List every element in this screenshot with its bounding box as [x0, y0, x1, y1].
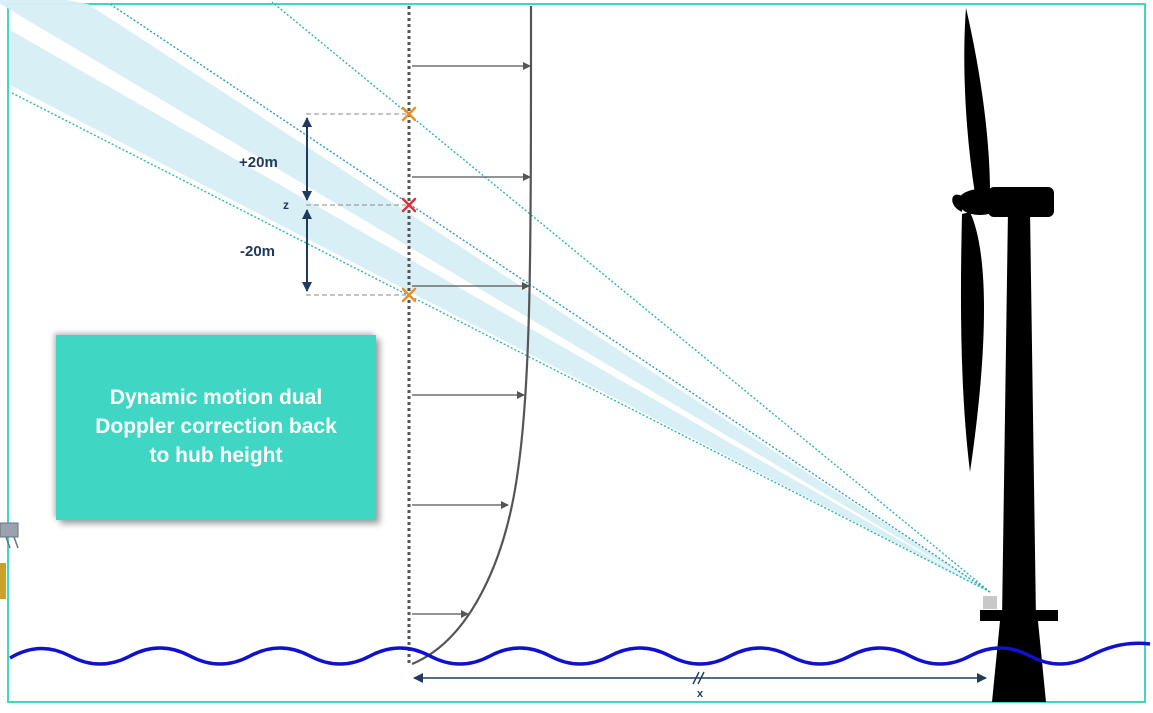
lidar-unit-icon	[983, 596, 997, 609]
beam-line-center	[109, 3, 991, 593]
wind-turbine-icon	[952, 8, 1058, 702]
beam-cone-lower	[10, 30, 990, 592]
floating-buoy-icon	[0, 522, 19, 599]
callout-text: Dynamic motion dual Doppler correction b…	[95, 386, 337, 467]
break-mark	[697, 671, 705, 685]
plus-offset-label: +20m	[239, 154, 278, 171]
upper-measurement-marker	[401, 106, 417, 122]
diagram-frame	[7, 3, 1146, 703]
callout-box: Dynamic motion dual Doppler correction b…	[56, 335, 376, 520]
sea-surface-wave	[9, 641, 1151, 666]
beam-line-upper	[271, 1, 991, 593]
minus-offset-label: -20m	[240, 243, 275, 260]
hub-height-marker	[401, 197, 417, 213]
beam-cone-upper	[0, 0, 990, 592]
distance-label: x	[697, 688, 704, 700]
hub-height-label: z	[283, 198, 289, 212]
lower-measurement-marker	[401, 287, 417, 303]
beam-line-lower	[9, 91, 991, 593]
break-mark	[692, 671, 700, 685]
